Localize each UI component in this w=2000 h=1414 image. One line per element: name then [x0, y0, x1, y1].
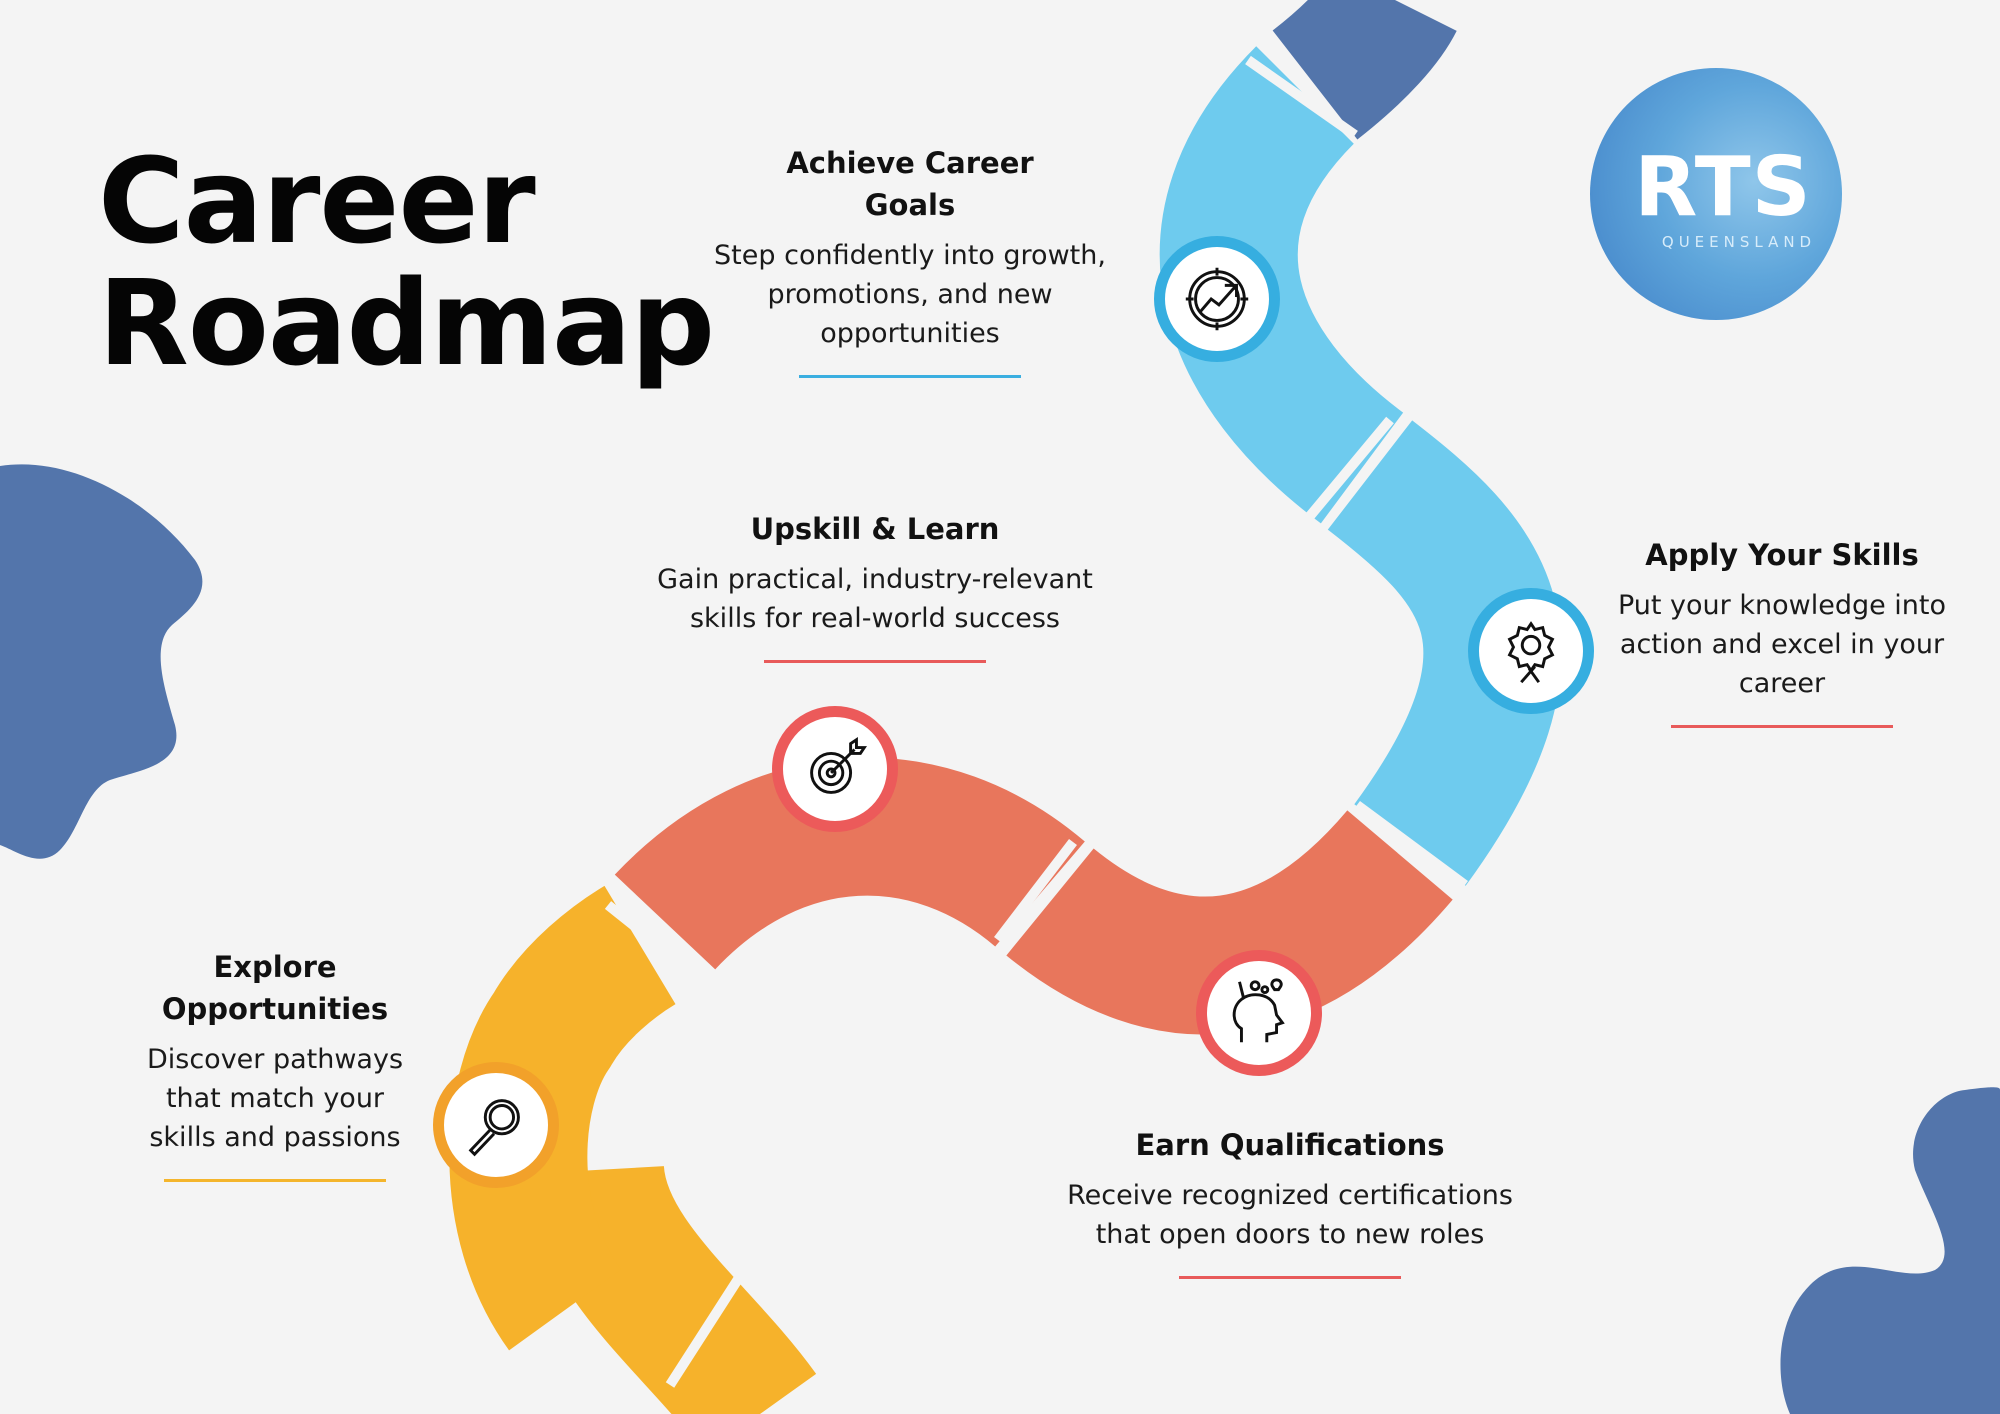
step-rule	[164, 1179, 386, 1182]
title-line-1: Career	[98, 132, 536, 270]
road-segment-yellow	[526, 1162, 817, 1414]
road-separator	[604, 901, 716, 992]
page-title: Career Roadmap	[98, 132, 715, 392]
step-apply: Apply Your Skills Put your knowledge int…	[1600, 534, 1964, 728]
step-explore: Explore Opportunities Discover pathways …	[130, 946, 420, 1182]
road-segment-red	[614, 757, 1085, 971]
step-achieve: Achieve Career Goals Step confidently in…	[700, 142, 1120, 378]
road-segment-red-2	[1006, 809, 1453, 1035]
gear-tools-icon	[1507, 621, 1555, 684]
step-rule	[764, 660, 986, 663]
step-text: Put your knowledge into action and excel…	[1617, 590, 1947, 699]
step-badge-apply	[1468, 588, 1594, 714]
road-separator	[1245, 55, 1358, 140]
step-title: Earn Qualifications	[1135, 1128, 1445, 1162]
step-text: Gain practical, industry-relevant skills…	[657, 564, 1093, 634]
step-badge-explore	[433, 1062, 559, 1188]
step-title: Apply Your Skills	[1645, 538, 1919, 572]
road-separator	[665, 1270, 747, 1388]
rts-logo: RTS QUEENSLAND	[1590, 68, 1842, 320]
logo-sub: QUEENSLAND	[1661, 233, 1817, 251]
step-text: Discover pathways that match your skills…	[146, 1044, 404, 1153]
step-upskill: Upskill & Learn Gain practical, industry…	[640, 508, 1110, 663]
magnifier-icon	[468, 1099, 520, 1157]
target-icon	[810, 737, 867, 794]
step-text: Receive recognized certifications that o…	[1067, 1180, 1513, 1250]
road-separator	[1354, 800, 1468, 890]
road-separator	[1301, 416, 1394, 526]
step-badge-earn	[1196, 950, 1322, 1076]
logo-brand: RTS	[1634, 140, 1812, 235]
right-blob-shape	[1780, 1087, 2000, 1414]
step-title: Achieve Career Goals	[786, 146, 1034, 222]
step-rule	[799, 375, 1021, 378]
step-rule	[1179, 1276, 1401, 1279]
title-line-2: Roadmap	[98, 254, 715, 392]
growth-chart-icon	[1185, 267, 1249, 331]
left-blob-shape	[0, 464, 203, 859]
step-title: Upskill & Learn	[750, 512, 1000, 546]
step-badge-upskill	[772, 706, 898, 832]
step-earn: Earn Qualifications Receive recognized c…	[1040, 1124, 1540, 1279]
step-rule	[1671, 725, 1893, 728]
step-badge-achieve	[1154, 236, 1280, 362]
step-title: Explore Opportunities	[161, 950, 389, 1026]
step-text: Step confidently into growth, promotions…	[714, 240, 1106, 349]
head-ideas-icon	[1232, 978, 1285, 1043]
road-separator	[994, 838, 1077, 944]
road-segment-dark	[1272, 0, 1457, 140]
road-segment-yellow-2	[449, 885, 677, 1351]
